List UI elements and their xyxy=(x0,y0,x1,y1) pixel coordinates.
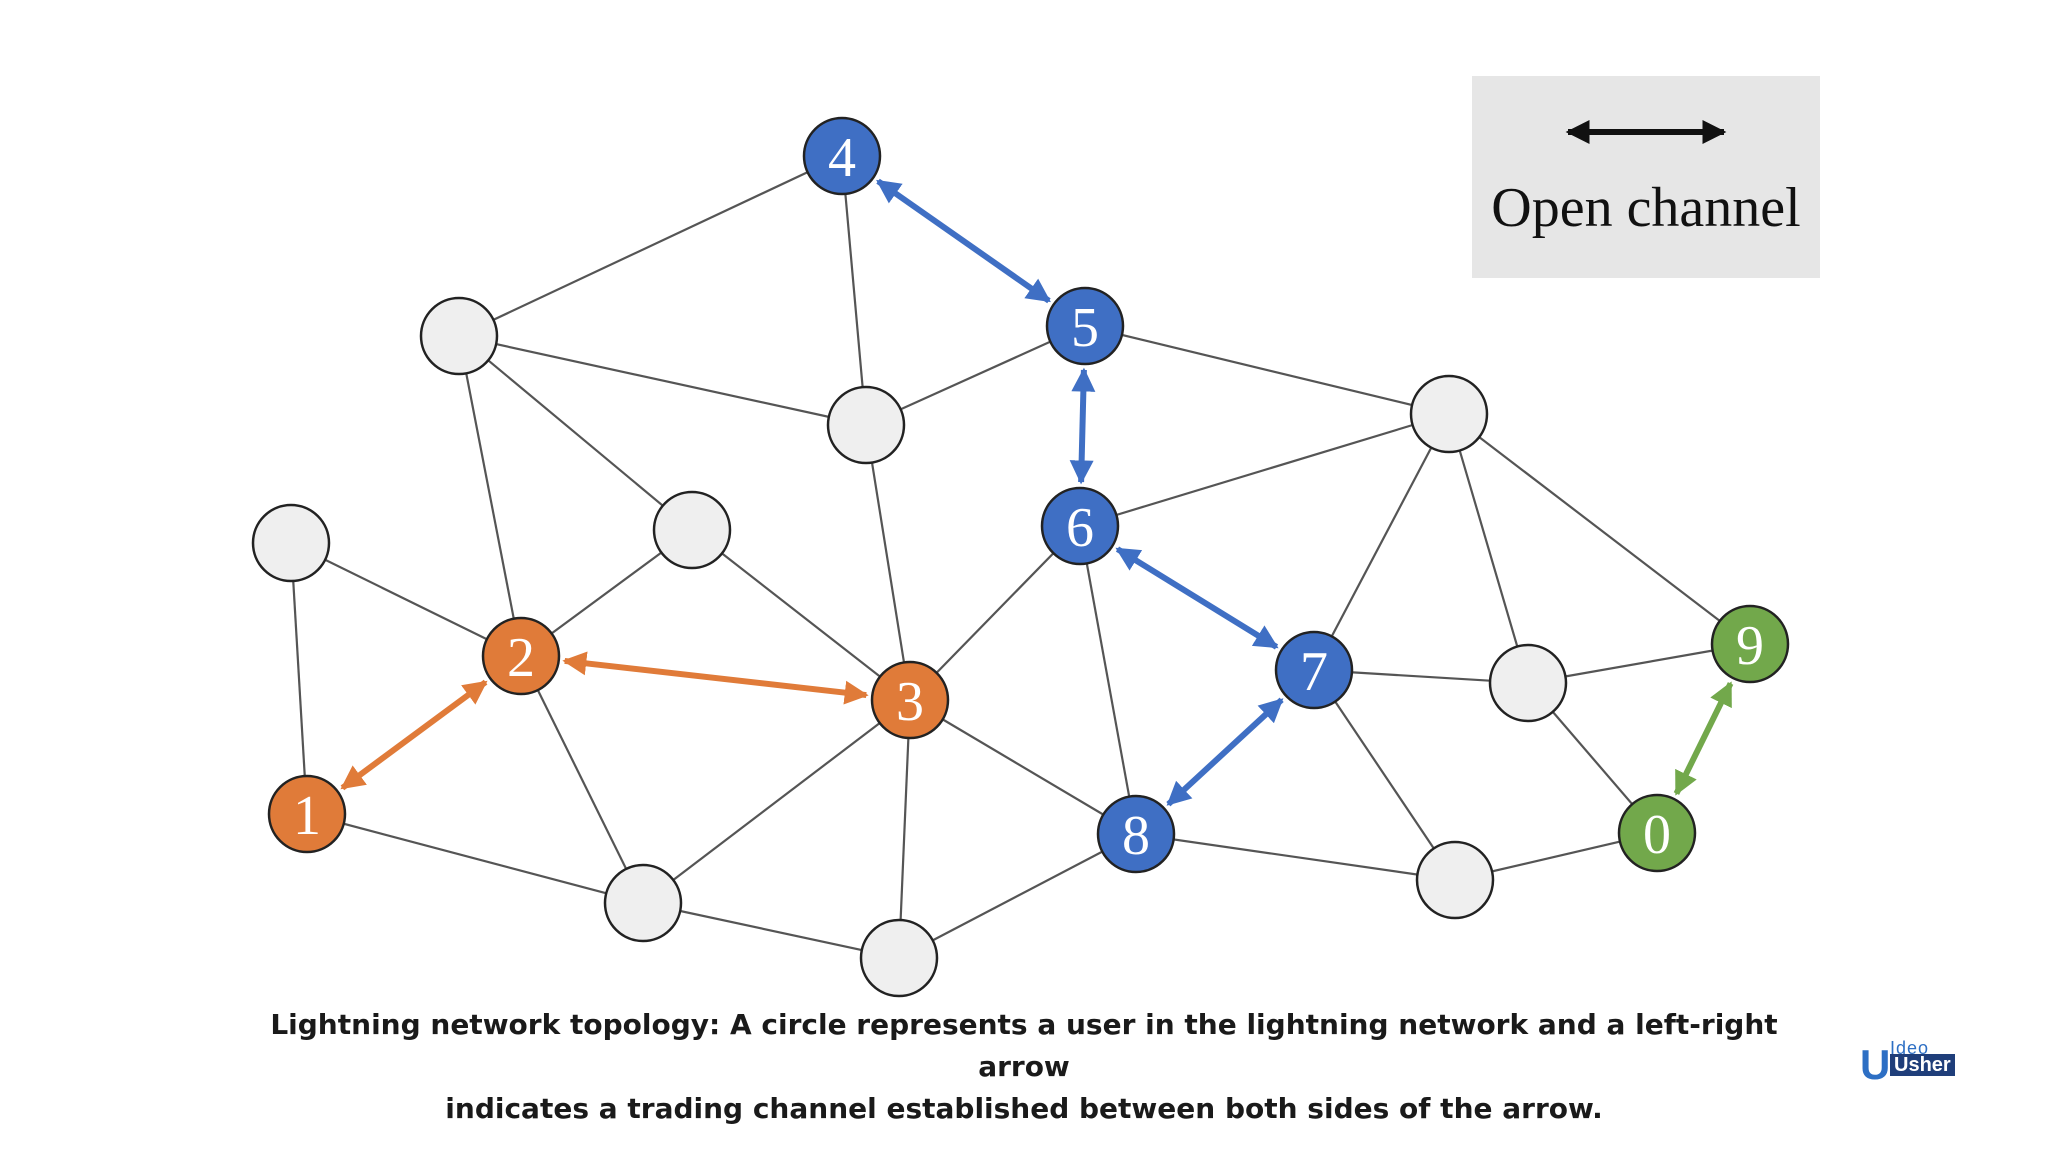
node-circle-c xyxy=(251,503,331,583)
edge-e-f xyxy=(642,901,900,960)
node-n8: 8 xyxy=(1096,794,1176,874)
edge-n6-g xyxy=(1079,412,1450,528)
node-n2: 2 xyxy=(481,616,561,696)
node-n5: 5 xyxy=(1045,286,1125,366)
node-n7: 7 xyxy=(1274,630,1354,710)
node-label-n5: 5 xyxy=(1071,297,1099,359)
node-circle-d xyxy=(652,490,732,570)
edge-a-n2 xyxy=(457,335,523,657)
caption-line-1: Lightning network topology: A circle rep… xyxy=(270,1008,1778,1083)
logo-mark: U xyxy=(1860,1041,1891,1088)
edge-g-n7 xyxy=(1313,413,1450,671)
node-label-n0: 0 xyxy=(1643,804,1671,866)
edge-d-n3 xyxy=(691,529,911,701)
edge-a-d xyxy=(458,335,693,531)
node-n1: 1 xyxy=(267,774,347,854)
edge-n5-g xyxy=(1084,324,1450,416)
node-circle-i xyxy=(1415,840,1495,920)
node-circle-a xyxy=(419,296,499,376)
edge-g-h xyxy=(1447,413,1530,684)
channel-layer xyxy=(340,178,1734,807)
edge-n3-n8 xyxy=(909,699,1137,835)
edge-n1-e xyxy=(306,812,644,905)
node-n4: 4 xyxy=(802,116,882,196)
edge-f-n8 xyxy=(898,833,1137,959)
edge-n6-n8 xyxy=(1078,525,1138,835)
node-a xyxy=(419,296,499,376)
channel-arrow-n0-n9 xyxy=(1673,681,1734,796)
edge-c-n2 xyxy=(290,542,522,657)
node-circle-n3 xyxy=(870,660,950,740)
node-circle-n9 xyxy=(1710,604,1790,684)
node-circle-n2 xyxy=(481,616,561,696)
node-g xyxy=(1409,374,1489,454)
brand-logo: U Ideo Usher xyxy=(1860,1038,1970,1088)
edge-layer xyxy=(289,155,1751,960)
node-label-n4: 4 xyxy=(828,127,856,189)
edge-f-n3 xyxy=(897,699,912,959)
caption-line-2: indicates a trading channel established … xyxy=(445,1092,1603,1125)
node-circle-n5 xyxy=(1045,286,1125,366)
node-label-n1: 1 xyxy=(293,785,321,847)
node-circle-h xyxy=(1488,643,1568,723)
channel-arrow-n7-n8 xyxy=(1166,697,1284,807)
node-circle-g xyxy=(1409,374,1489,454)
legend: Open channel xyxy=(1472,76,1820,278)
node-label-n9: 9 xyxy=(1736,615,1764,677)
node-f xyxy=(859,918,939,998)
node-circle-e xyxy=(603,863,683,943)
node-label-n6: 6 xyxy=(1066,497,1094,559)
node-b xyxy=(826,385,906,465)
node-n0: 0 xyxy=(1617,793,1697,873)
node-circle-n1 xyxy=(267,774,347,854)
node-h xyxy=(1488,643,1568,723)
node-c xyxy=(251,503,331,583)
edge-n4-b xyxy=(840,155,868,426)
channel-arrow-n4-n5 xyxy=(876,178,1051,304)
edge-c-n1 xyxy=(289,542,309,815)
logo-big-text: Usher xyxy=(1890,1054,1955,1076)
node-label-n3: 3 xyxy=(896,671,924,733)
edge-a-n4 xyxy=(458,155,843,337)
node-circle-f xyxy=(859,918,939,998)
node-circle-b xyxy=(826,385,906,465)
channel-arrow-n2-n3 xyxy=(562,651,869,705)
edge-g-n9 xyxy=(1448,413,1751,645)
node-i xyxy=(1415,840,1495,920)
node-circle-n8 xyxy=(1096,794,1176,874)
caption: Lightning network topology: A circle rep… xyxy=(224,1004,1824,1130)
channel-arrow-n5-n6 xyxy=(1069,367,1096,485)
channel-arrow-n1-n2 xyxy=(340,679,488,791)
node-e xyxy=(603,863,683,943)
edge-n8-i xyxy=(1135,832,1456,882)
node-layer: 4 5 6 7 8 1 2 3 9 0 xyxy=(251,116,1790,998)
node-d xyxy=(652,490,732,570)
node-label-n8: 8 xyxy=(1122,805,1150,867)
node-circle-n7 xyxy=(1274,630,1354,710)
logo-small-text: Ideo xyxy=(1890,1038,1930,1058)
edge-b-n3 xyxy=(864,424,912,701)
node-circle-n4 xyxy=(802,116,882,196)
legend-label: Open channel xyxy=(1491,177,1800,239)
node-label-n2: 2 xyxy=(507,627,535,689)
edge-n2-e xyxy=(520,655,644,904)
node-n3: 3 xyxy=(870,660,950,740)
edge-b-n5 xyxy=(865,324,1086,427)
edge-a-b xyxy=(458,334,867,427)
node-circle-n6 xyxy=(1040,486,1120,566)
node-n9: 9 xyxy=(1710,604,1790,684)
node-circle-n0 xyxy=(1617,793,1697,873)
edge-n7-i xyxy=(1313,669,1456,881)
edge-e-n3 xyxy=(642,699,911,904)
node-label-n7: 7 xyxy=(1300,641,1328,703)
channel-arrow-n6-n7 xyxy=(1115,546,1279,650)
legend-box xyxy=(1472,76,1820,278)
edge-n3-n6 xyxy=(909,525,1081,701)
node-n6: 6 xyxy=(1040,486,1120,566)
